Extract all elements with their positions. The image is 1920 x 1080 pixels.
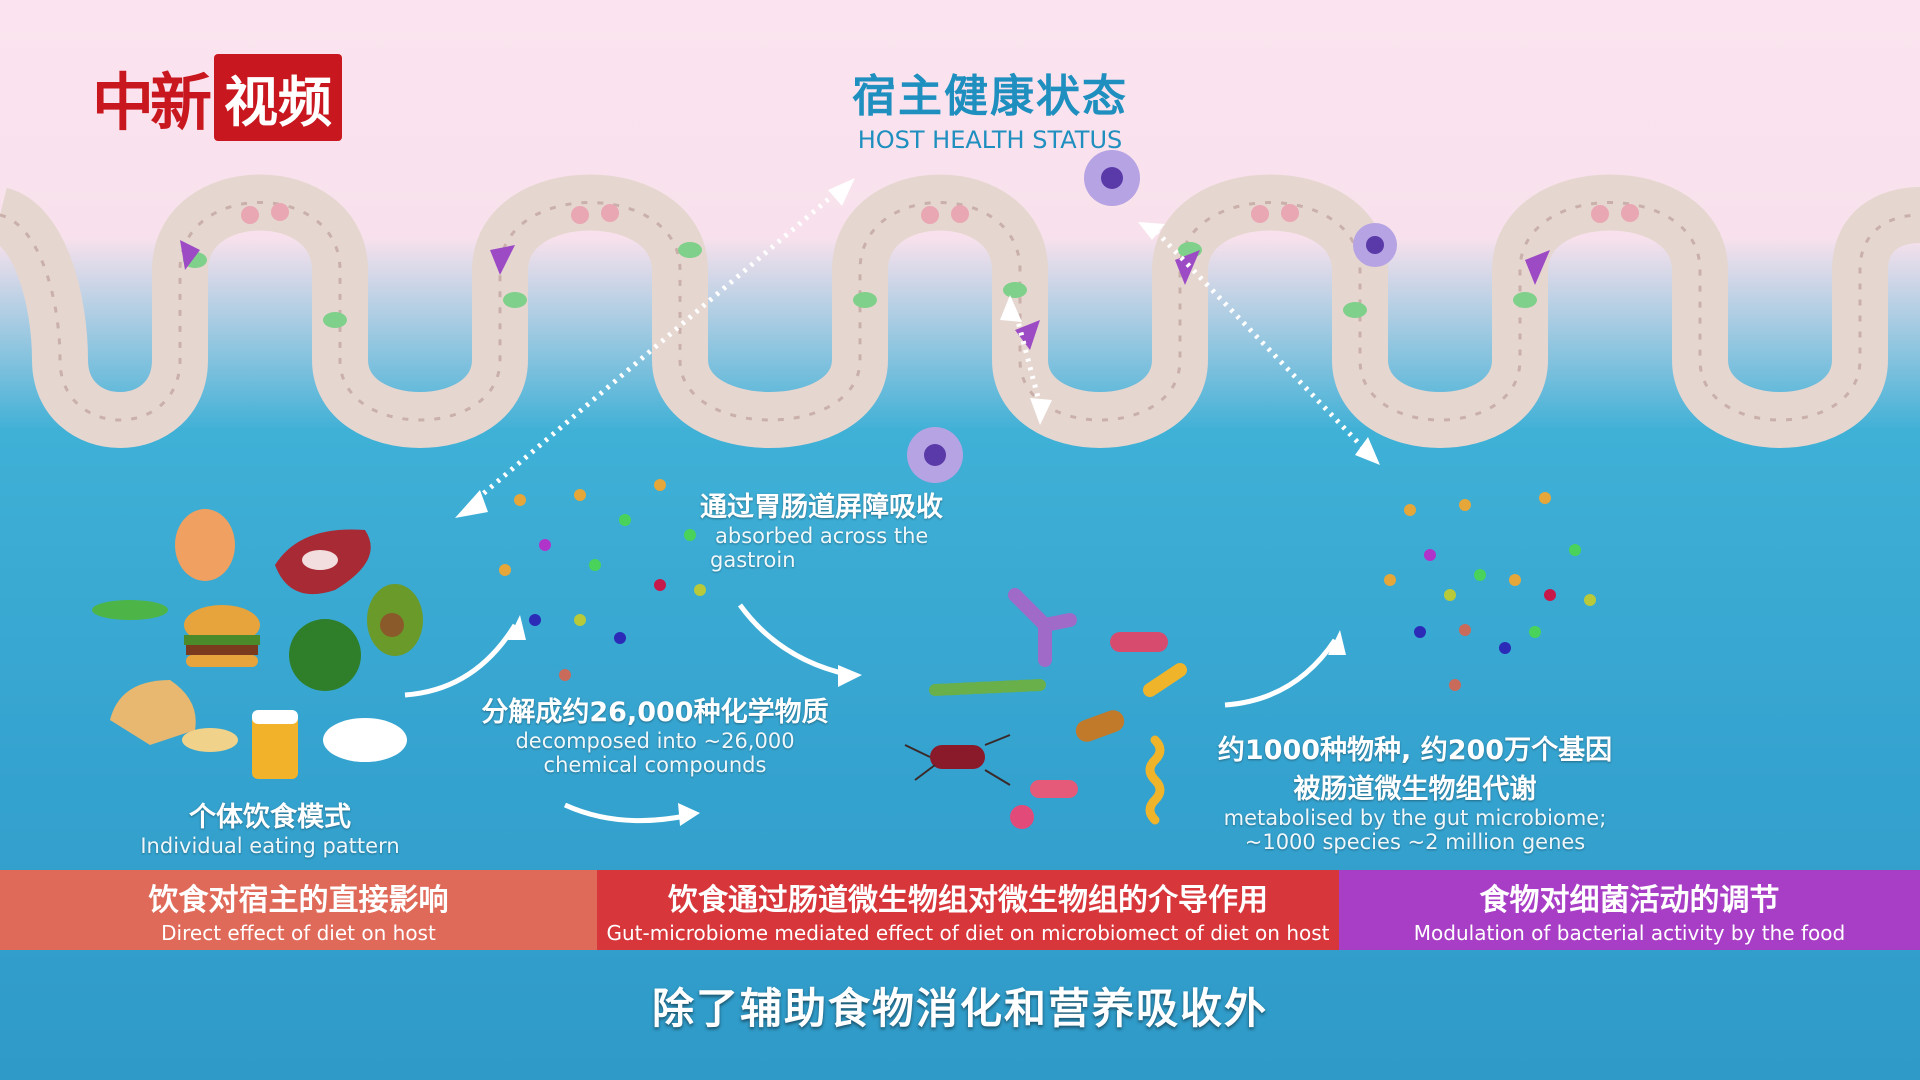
broccoli-icon — [289, 619, 361, 691]
flow-curved-arrows — [404, 603, 1338, 824]
band-direct-effect: 饮食对宿主的直接影响 Direct effect of diet on host — [0, 870, 597, 950]
chemical-compound-dots — [499, 479, 1596, 691]
immune-cell-icon — [907, 150, 1397, 483]
rice-bowl-icon — [323, 718, 407, 762]
band-bacterial-modulation-zh: 食物对细菌活动的调节 — [1479, 883, 1780, 918]
decompose-label: 分解成约26,000种化学物质 decomposed into ~26,000 … — [455, 690, 855, 777]
beer-icon — [252, 715, 298, 779]
decompose-label-en-1: decomposed into ~26,000 — [515, 729, 795, 753]
spiral-bacterium-icon — [1145, 735, 1165, 825]
host-title-en: HOST HEALTH STATUS — [857, 126, 1123, 154]
metabolise-label-zh-1: 约1000种物种, 约200万个基因 — [1217, 735, 1613, 766]
flagellated-bacterium-icon — [1075, 710, 1125, 742]
diet-label-zh: 个体饮食模式 — [189, 802, 351, 833]
diet-label: 个体饮食模式 Individual eating pattern — [110, 795, 430, 858]
band-bacterial-modulation-en: Modulation of bacterial activity by the … — [1413, 921, 1846, 945]
metabolise-label-en-1: metabolised by the gut microbiome; — [1223, 806, 1607, 830]
apical-cells — [241, 203, 1639, 224]
spiky-bacterium-icon — [930, 745, 985, 769]
coccus-icon — [1010, 805, 1034, 829]
metabolise-label: 约1000种物种, 约200万个基因 被肠道微生物组代谢 metabolised… — [1195, 728, 1635, 854]
egg-icon — [175, 509, 235, 581]
bent-bacterium-icon — [1143, 663, 1187, 697]
absorb-label: 通过胃肠道屏障吸收 absorbed across the gastroin — [700, 485, 1000, 572]
absorb-label-zh: 通过胃肠道屏障吸收 — [700, 492, 943, 523]
band-microbiome-mediated-en: Gut-microbiome mediated effect of diet o… — [606, 921, 1330, 945]
diet-label-en: Individual eating pattern — [140, 834, 400, 858]
metabolise-label-en-2: ~1000 species ~2 million genes — [1244, 830, 1586, 854]
bread-icon — [110, 680, 196, 745]
metabolise-label-zh-2: 被肠道微生物组代谢 — [1293, 774, 1537, 805]
host-health-title: 宿主健康状态 HOST HEALTH STATUS — [790, 60, 1190, 154]
absorb-label-en-2: gastroin — [710, 548, 796, 572]
band-direct-effect-zh: 饮食对宿主的直接影响 — [148, 883, 449, 918]
logo-video-badge: 视频 — [214, 53, 343, 141]
band-direct-effect-en: Direct effect of diet on host — [161, 921, 436, 945]
rod-bacterium-icon — [1110, 632, 1168, 652]
video-subtitle: 除了辅助食物消化和营养吸收外 — [651, 984, 1268, 1033]
burger-icon — [184, 605, 260, 667]
logo-text: 中新 — [92, 66, 212, 139]
news-logo: 中新 视频 — [92, 53, 343, 141]
band-microbiome-mediated-zh: 饮食通过肠道微生物组对微生物组的介导作用 — [668, 883, 1268, 918]
decompose-label-en-2: chemical compounds — [543, 753, 767, 777]
decompose-label-zh: 分解成约26,000种化学物质 — [481, 697, 829, 728]
pink-rod-bacterium-icon — [1030, 780, 1078, 798]
chain-bacterium-icon — [929, 679, 1046, 696]
absorb-label-en-1: absorbed across the — [715, 524, 929, 548]
bacteria-icons — [904, 588, 1187, 829]
food-icons — [92, 509, 423, 779]
host-title-zh: 宿主健康状态 — [852, 71, 1128, 122]
band-bacterial-modulation: 食物对细菌活动的调节 Modulation of bacterial activ… — [1339, 870, 1920, 950]
band-microbiome-mediated: 饮食通过肠道微生物组对微生物组的介导作用 Gut-microbiome medi… — [597, 870, 1339, 950]
curved-arrowheads — [508, 615, 1346, 826]
intestinal-villi-wall — [0, 174, 1920, 448]
absorption-dotted-arrows — [468, 183, 1372, 507]
peas-icon — [92, 600, 168, 620]
arrowheads — [455, 178, 1380, 518]
y-bacterium-icon — [1008, 588, 1077, 667]
